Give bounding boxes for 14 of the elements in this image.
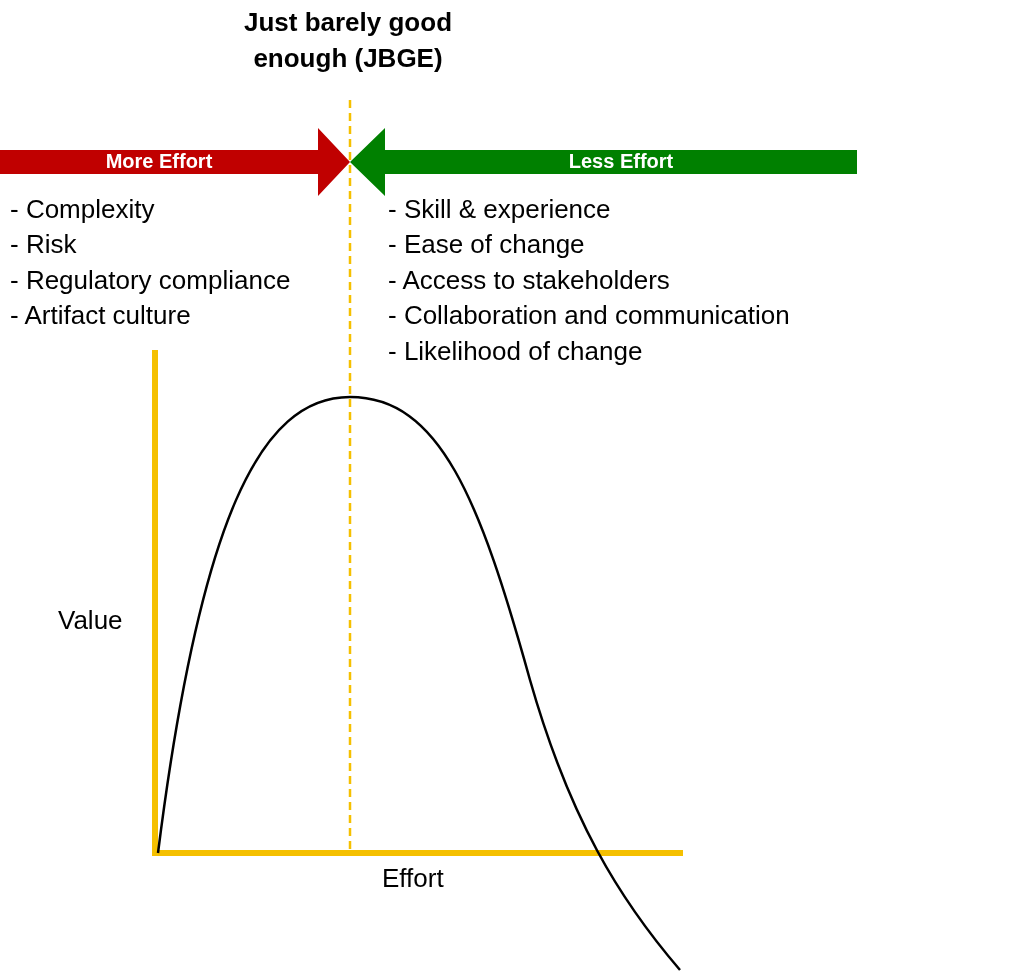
axis-label: Effort (382, 862, 444, 894)
factor-text: - Ease of change (388, 228, 585, 260)
factor-text: - Risk (10, 228, 77, 260)
factor-text: - Skill & experience (388, 193, 611, 225)
factor-text: - Access to stakeholders (388, 264, 670, 296)
arrow-banner: Less Effort (350, 128, 858, 196)
factor-text: - Likelihood of change (388, 335, 643, 367)
chart-title: Just barely good enough (JBGE) (242, 6, 453, 75)
factor-text: - Artifact culture (10, 299, 191, 331)
factor-text: - Complexity (10, 193, 155, 225)
arrow-banner: More Effort (0, 128, 350, 196)
axis-label: Value (58, 604, 123, 636)
factor-text: - Regulatory compliance (10, 264, 291, 296)
factor-text: - Collaboration and communication (388, 299, 790, 331)
